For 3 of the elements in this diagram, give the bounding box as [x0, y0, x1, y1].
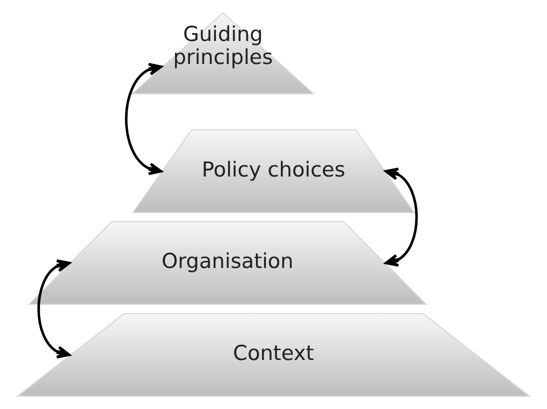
arrow — [37, 259, 70, 358]
arrow — [124, 62, 162, 176]
arrow — [384, 168, 418, 267]
